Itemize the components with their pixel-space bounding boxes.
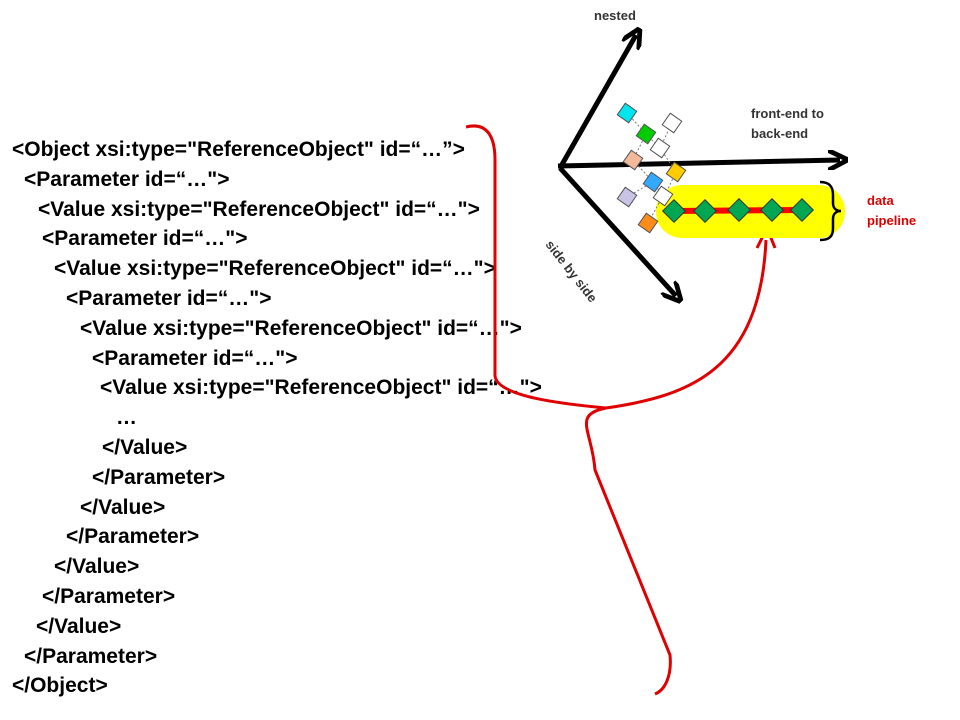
tree-node (661, 112, 683, 134)
code-line: </Value> (80, 495, 166, 519)
tree-node (635, 123, 657, 145)
tree-node (637, 212, 659, 234)
tree-node (622, 149, 644, 171)
tree-node (665, 161, 687, 183)
front-end-axis-arrow (557, 160, 840, 166)
code-line: </Parameter> (42, 585, 176, 608)
code-line: <Parameter id=“…"> (66, 287, 272, 310)
nested-axis-label: nested (594, 8, 636, 23)
code-line: <Parameter id=“…"> (92, 346, 298, 370)
tree-node (649, 137, 671, 159)
code-line: <Value xsi:type="ReferenceObject" id=“…"… (38, 197, 480, 221)
code-line: <Object xsi:type="ReferenceObject" id=“…… (12, 138, 465, 161)
code-line: <Value xsi:type="ReferenceObject" id=“…"… (100, 376, 542, 400)
code-line: </Parameter> (24, 644, 158, 668)
code-line: </Parameter> (66, 525, 200, 549)
code-line: </Object> (12, 674, 108, 698)
nested-axis-arrow (557, 35, 636, 170)
tree-node (616, 102, 638, 124)
code-bracket (465, 124, 672, 696)
code-line: <Value xsi:type="ReferenceObject" id=“…"… (80, 316, 522, 340)
tree-nodes (616, 102, 687, 234)
pipeline-brace (819, 180, 842, 242)
pipeline-node (789, 197, 815, 223)
tree-node (616, 186, 638, 208)
pipeline-node (759, 197, 785, 223)
bracket-to-pipeline-arrow (605, 239, 768, 410)
code-line: … (116, 406, 137, 430)
code-line: </Value> (102, 436, 188, 459)
xml-code-block: <Object xsi:type="ReferenceObject" id=“…… (12, 138, 542, 698)
front-end-axis-label: front-end to back-end (751, 106, 824, 141)
data-pipeline-label: data pipeline (867, 193, 917, 228)
code-line: <Parameter id=“…"> (24, 167, 230, 191)
code-line: </Parameter> (92, 465, 226, 489)
side-by-side-axis-arrow (558, 166, 676, 296)
pipeline-node (726, 197, 752, 223)
code-line: <Parameter id=“…"> (42, 227, 248, 251)
pipeline-nodes (661, 197, 815, 224)
pipeline-node (661, 198, 687, 224)
tree-node (642, 171, 664, 193)
code-line: <Value xsi:type="ReferenceObject" id=“…"… (54, 257, 496, 281)
pipeline-node (692, 198, 718, 224)
code-line: </Value> (54, 555, 140, 579)
tree-node (652, 185, 674, 207)
code-line: </Value> (36, 614, 122, 638)
